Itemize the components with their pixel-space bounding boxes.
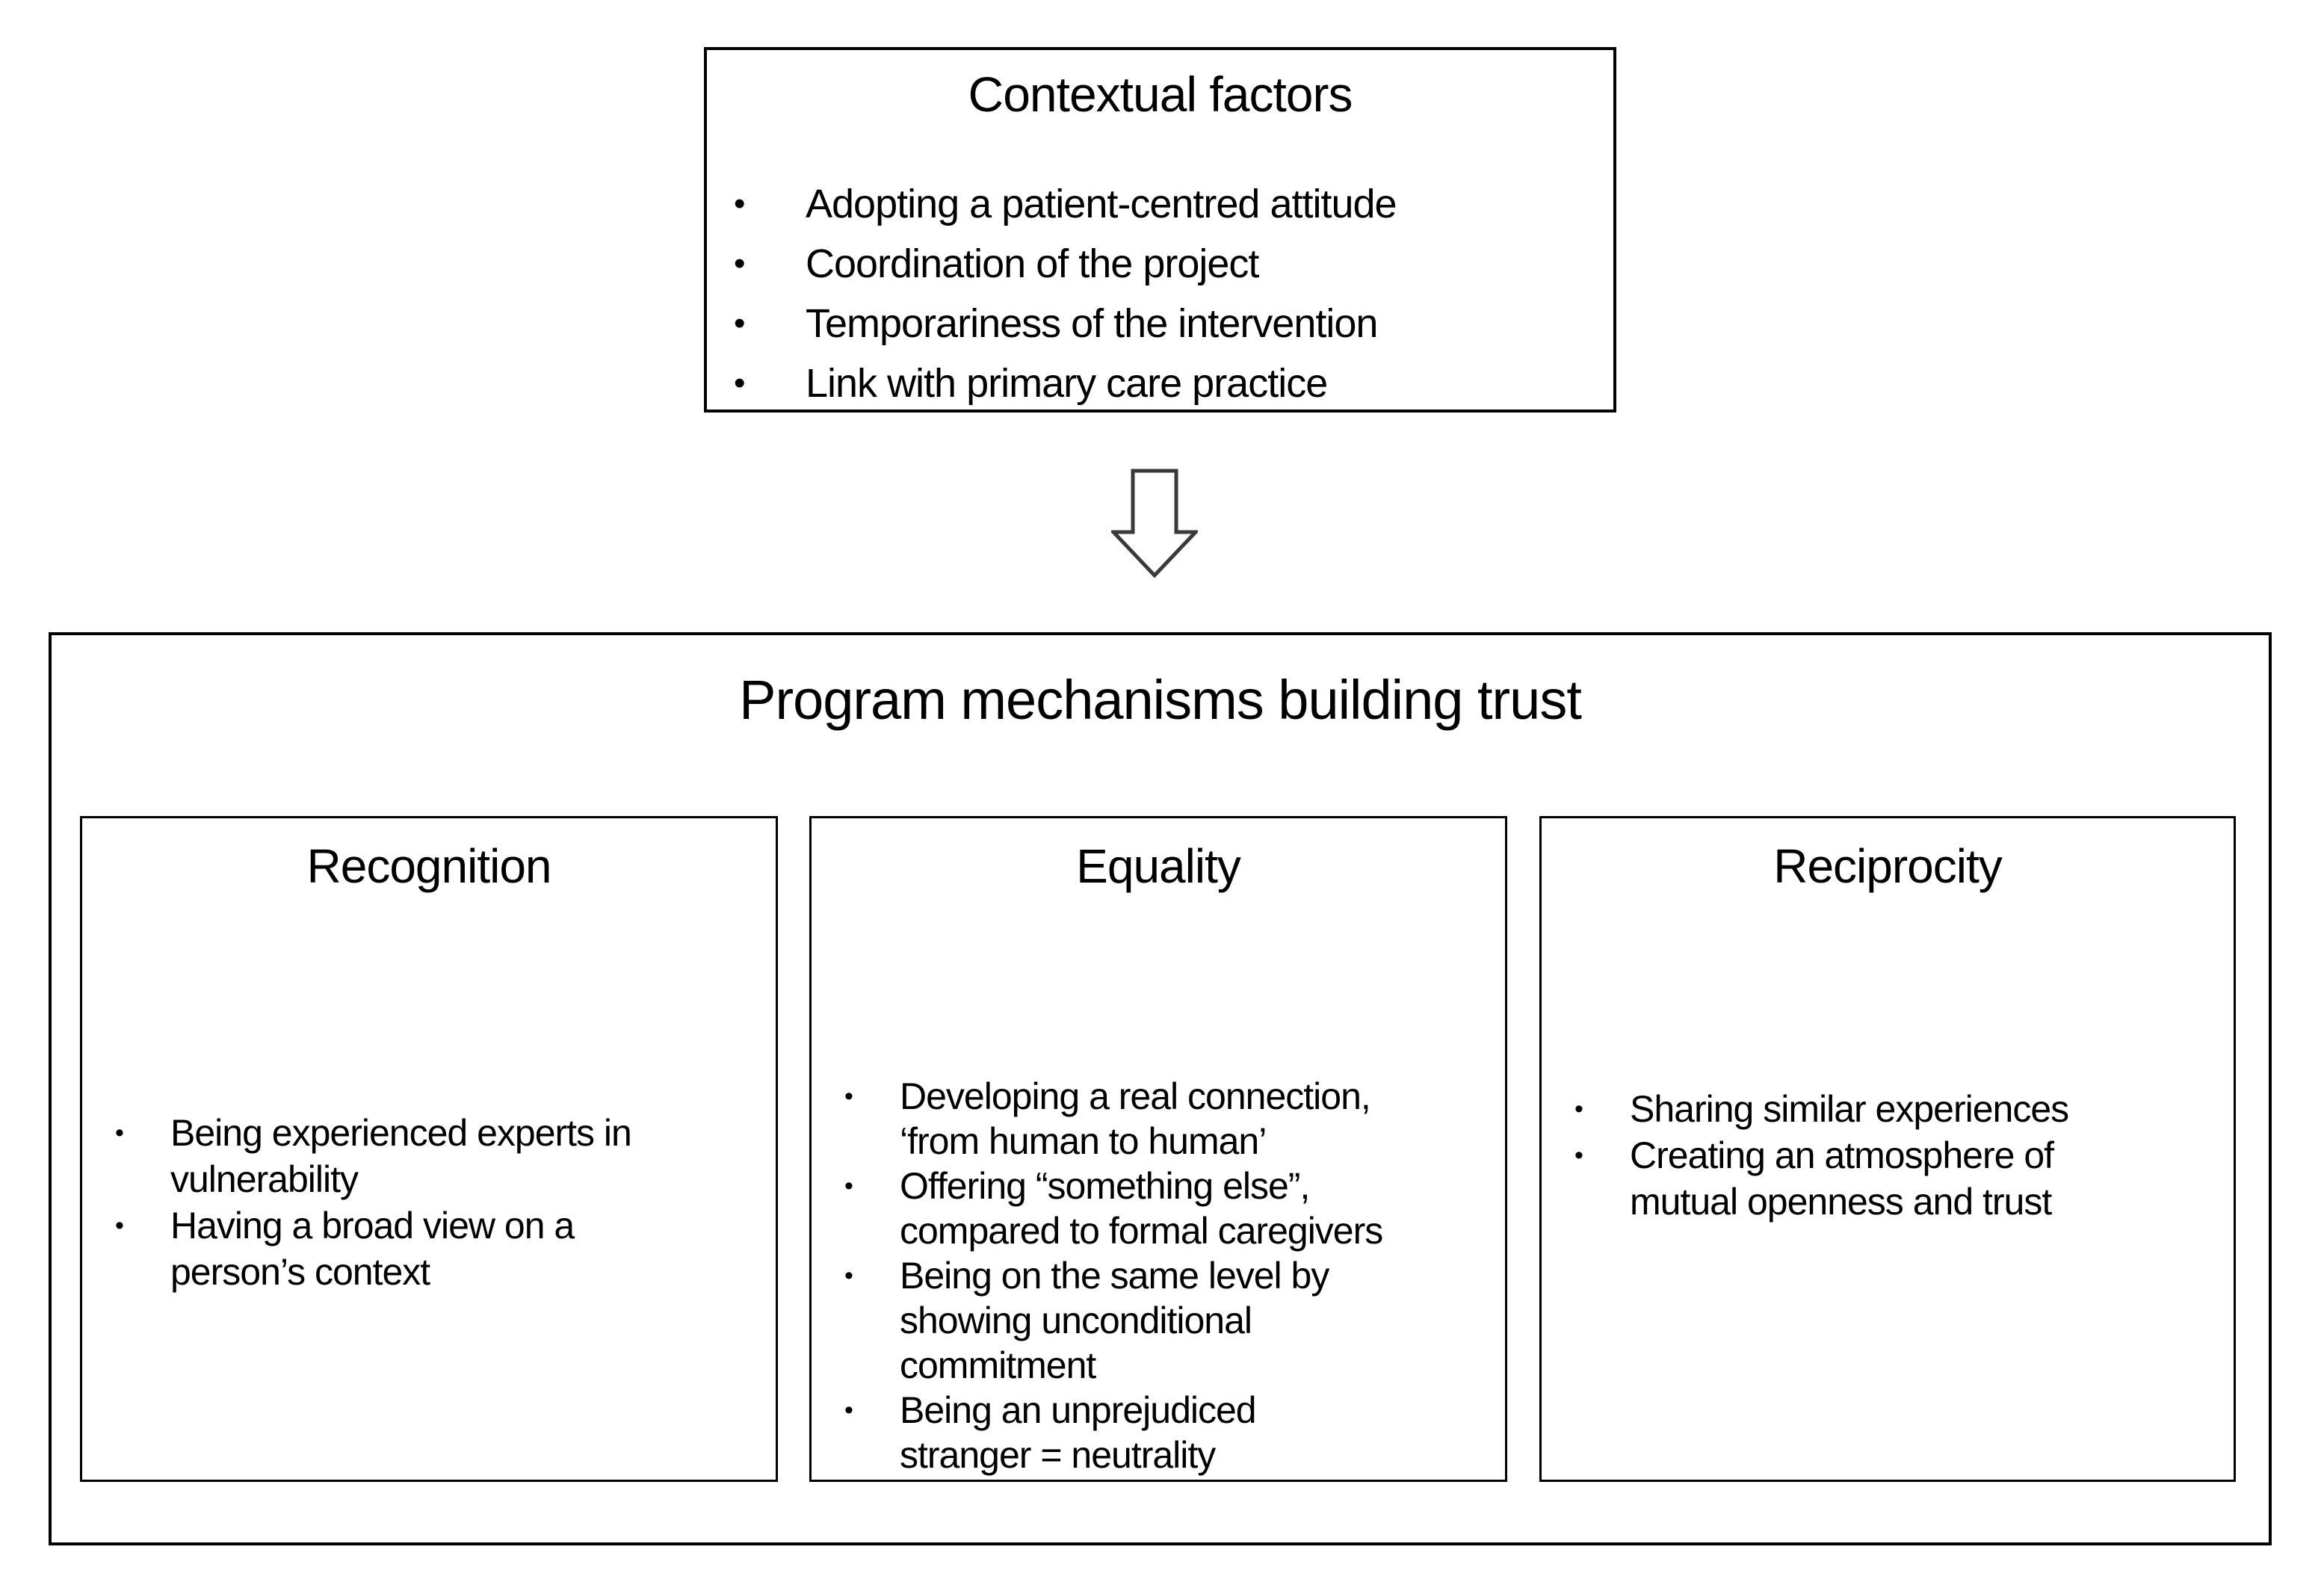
list-item: • Coordination of the project (707, 234, 1613, 294)
list-item-text: Being an unprejudiced stranger = neutral… (900, 1389, 1257, 1476)
bullet-icon: • (844, 1082, 853, 1110)
bullet-icon: • (844, 1261, 853, 1290)
bullet-icon: • (1574, 1095, 1583, 1123)
reciprocity-title: Reciprocity (1773, 839, 2003, 893)
reciprocity-section: Reciprocity • Sharing similar experience… (1539, 816, 2236, 1482)
list-item-text: Coordination of the project (806, 241, 1259, 286)
list-item-text: Adopting a patient-centred attitude (806, 182, 1397, 226)
recognition-list: • Being experienced experts in vulnerabi… (82, 1110, 765, 1295)
reciprocity-list: • Sharing similar experiences • Creating… (1542, 1086, 2223, 1225)
list-item: • Having a broad view on a person’s cont… (82, 1202, 765, 1295)
list-item: • Offering “something else”, compared to… (812, 1164, 1495, 1253)
list-item: • Developing a real connection, ‘from hu… (812, 1074, 1495, 1164)
bullet-icon: • (844, 1396, 853, 1424)
bullet-icon: • (115, 1119, 124, 1147)
equality-section: Equality • Developing a real connection,… (809, 816, 1507, 1482)
contextual-factors-list: • Adopting a patient-centred attitude • … (707, 174, 1613, 413)
list-item-text: Being on the same level by showing uncon… (900, 1255, 1329, 1386)
list-item: • Sharing similar experiences (1542, 1086, 2223, 1132)
equality-list: • Developing a real connection, ‘from hu… (812, 1074, 1495, 1477)
list-item-text: Sharing similar experiences (1630, 1088, 2069, 1130)
list-item-text: Having a broad view on a person’s contex… (170, 1205, 575, 1293)
bullet-icon: • (115, 1211, 124, 1240)
bullet-icon: • (734, 245, 746, 282)
list-item: • Being experienced experts in vulnerabi… (82, 1110, 765, 1202)
contextual-factors-title: Contextual factors (968, 67, 1353, 122)
list-item-text: Link with primary care practice (806, 361, 1328, 406)
list-item-text: Creating an atmosphere of mutual opennes… (1630, 1134, 2054, 1223)
list-item: • Temporariness of the intervention (707, 294, 1613, 353)
list-item-text: Developing a real connection, ‘from huma… (900, 1075, 1371, 1162)
down-arrow-icon (1111, 469, 1198, 578)
program-mechanisms-box: Program mechanisms building trust Recogn… (49, 632, 2272, 1545)
bullet-icon: • (844, 1172, 853, 1200)
equality-title: Equality (1076, 839, 1241, 893)
bullet-icon: • (734, 365, 746, 401)
list-item: • Being on the same level by showing unc… (812, 1253, 1495, 1388)
list-item: • Being an unprejudiced stranger = neutr… (812, 1388, 1495, 1477)
list-item: • Creating an atmosphere of mutual openn… (1542, 1132, 2223, 1225)
list-item-text: Temporariness of the intervention (806, 301, 1378, 346)
bullet-icon: • (734, 305, 746, 342)
bullet-icon: • (734, 185, 746, 222)
contextual-factors-box: Contextual factors • Adopting a patient-… (704, 47, 1616, 413)
recognition-title: Recognition (306, 839, 552, 893)
recognition-section: Recognition • Being experienced experts … (80, 816, 778, 1482)
bullet-icon: • (1574, 1141, 1583, 1170)
list-item-text: Being experienced experts in vulnerabili… (170, 1112, 632, 1200)
list-item: • Link with primary care practice (707, 353, 1613, 413)
list-item: • Adopting a patient-centred attitude (707, 174, 1613, 234)
list-item-text: Offering “something else”, compared to f… (900, 1165, 1383, 1252)
program-mechanisms-title: Program mechanisms building trust (739, 669, 1582, 731)
